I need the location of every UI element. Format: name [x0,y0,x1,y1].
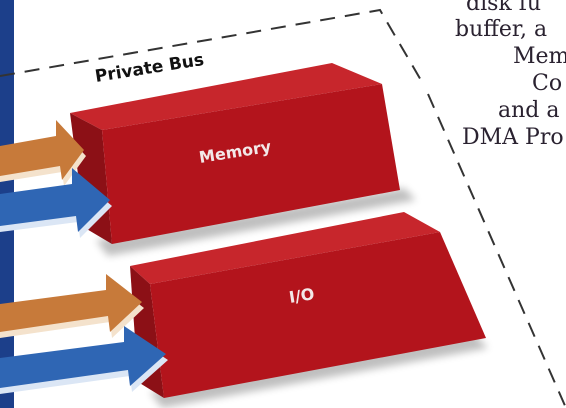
text-line-4: Co [532,70,562,98]
dashed-boundary-top [0,10,422,82]
io-label: I/O [288,284,316,307]
text-line-6: DMA Pro [462,124,564,152]
private-bus-label: Private Bus [94,50,206,87]
text-line-5: and a [498,97,559,125]
text-line-3: Mem [513,43,566,71]
arrow-orange-io [0,274,144,338]
text-line-2: buffer, a [455,16,547,44]
